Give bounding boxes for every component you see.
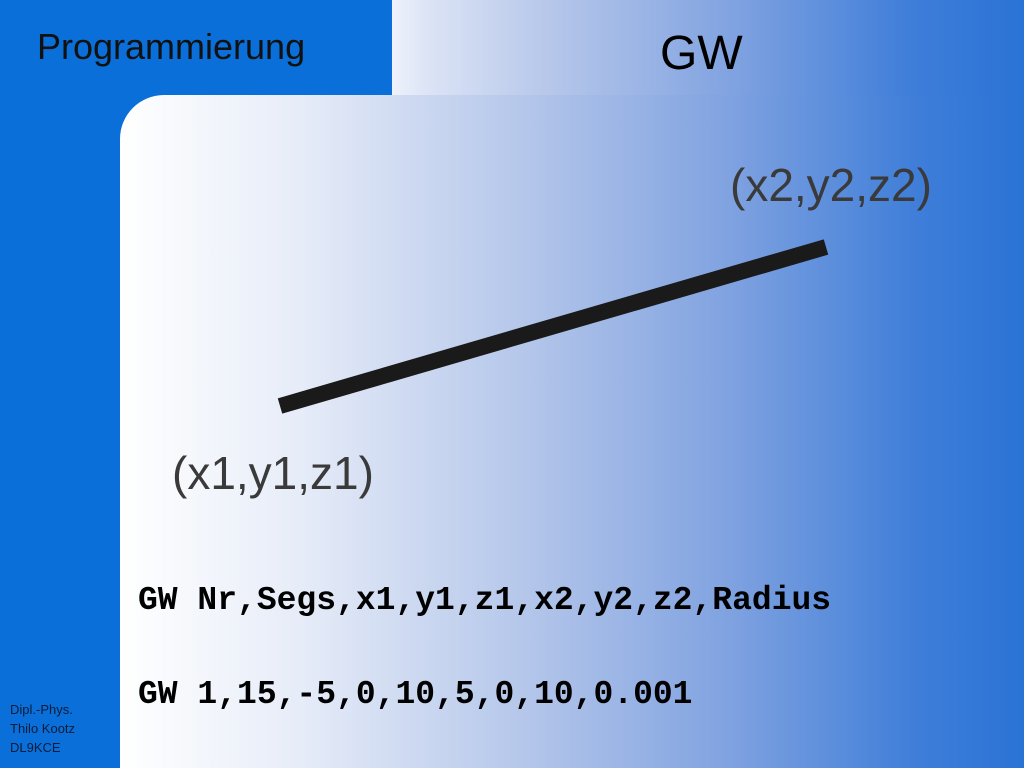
author-name: Thilo Kootz (10, 721, 76, 736)
content-panel (120, 95, 1024, 768)
gw-syntax-line: GW Nr,Segs,x1,y1,z1,x2,y2,z2,Radius (138, 582, 832, 619)
gw-example-line: GW 1,15,-5,0,10,5,0,10,0.001 (138, 676, 693, 713)
section-tab (120, 0, 392, 95)
author-block: Dipl.-Phys. Thilo Kootz DL9KCE (10, 700, 75, 757)
end-point-label: (x2,y2,z2) (730, 159, 932, 211)
section-title: Programmierung (37, 26, 306, 67)
title-background (392, 0, 1024, 95)
start-point-label: (x1,y1,z1) (172, 447, 374, 499)
author-degree: Dipl.-Phys. (10, 702, 73, 717)
slide-title: GW (660, 27, 743, 80)
wire-line (277, 239, 829, 414)
author-callsign: DL9KCE (10, 740, 61, 755)
